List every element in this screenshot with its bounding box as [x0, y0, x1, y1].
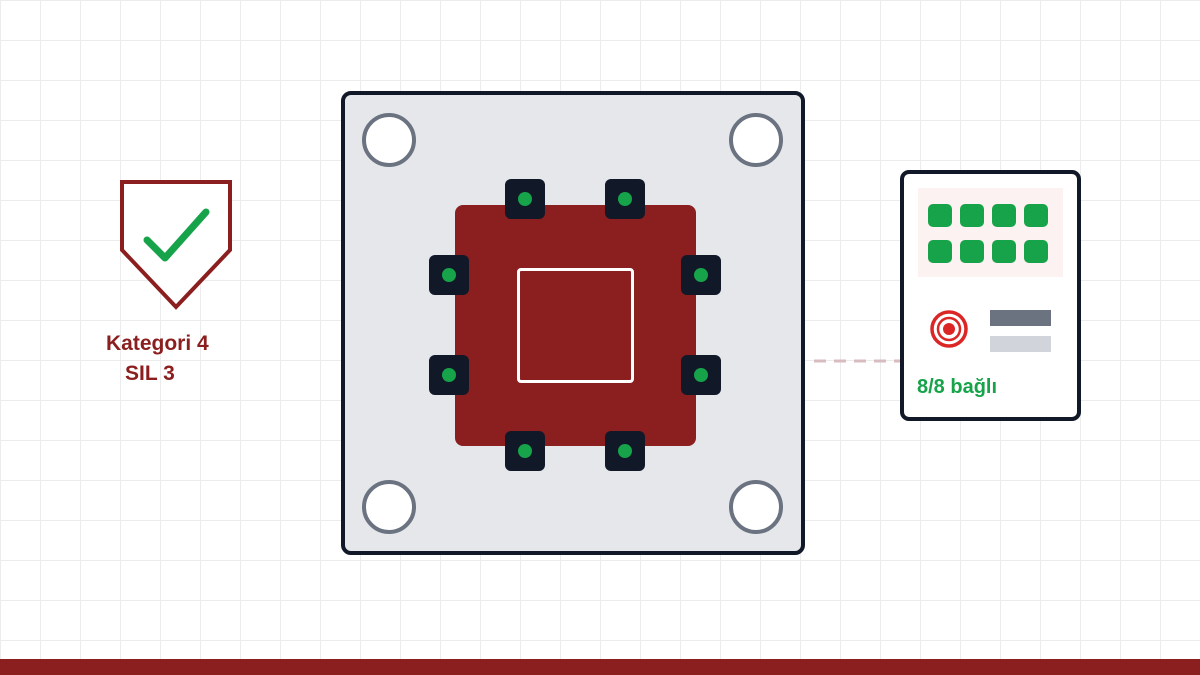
footer-band [0, 659, 1200, 675]
mount-hole-top-left [362, 113, 416, 167]
mount-hole-top-right [729, 113, 783, 167]
category-label: Kategori 4 [106, 332, 209, 355]
pin-bottom-1 [505, 431, 545, 471]
indicator-led [960, 204, 984, 227]
core-window [517, 268, 634, 383]
pin-right-1 [681, 255, 721, 295]
pin-left-2 [429, 355, 469, 395]
pin-left-1 [429, 255, 469, 295]
pin-top-2 [605, 179, 645, 219]
shield-check-icon [120, 180, 232, 310]
status-bar-primary [990, 310, 1051, 326]
pin-top-1 [505, 179, 545, 219]
indicator-led [1024, 204, 1048, 227]
indicator-led [1024, 240, 1048, 263]
indicator-led [928, 240, 952, 263]
status-bar-secondary [990, 336, 1051, 352]
indicator-led [928, 204, 952, 227]
target-icon [930, 310, 968, 348]
mount-hole-bottom-right [729, 480, 783, 534]
indicator-panel [918, 188, 1063, 277]
pin-bottom-2 [605, 431, 645, 471]
mount-hole-bottom-left [362, 480, 416, 534]
core-module [455, 205, 696, 446]
indicator-led [992, 204, 1016, 227]
indicator-led [960, 240, 984, 263]
sil-label: SIL 3 [125, 362, 175, 385]
connector-line [814, 359, 900, 363]
indicator-led [992, 240, 1016, 263]
pin-right-2 [681, 355, 721, 395]
connection-status-text: 8/8 bağlı [917, 376, 998, 398]
